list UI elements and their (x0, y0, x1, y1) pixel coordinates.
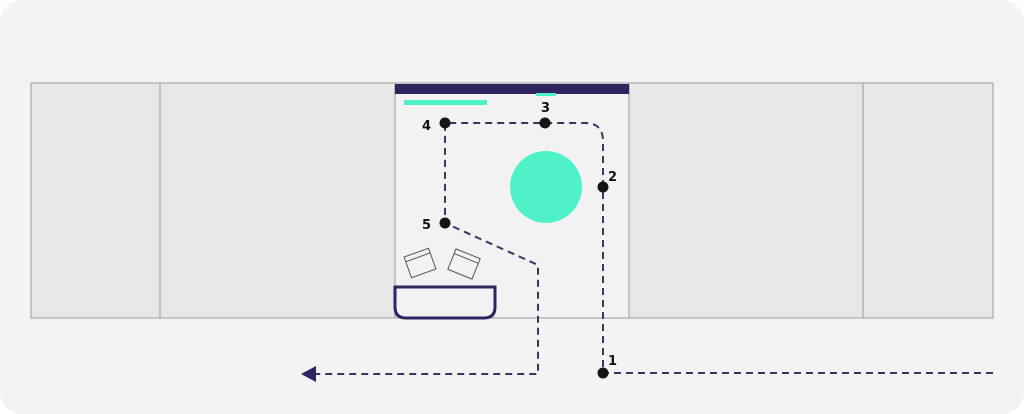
waypoint-5: 5 (422, 217, 451, 233)
booth-5 (862, 82, 994, 319)
reception-desk (393, 285, 497, 320)
booth-4 (628, 82, 864, 319)
entrance-teal-mark (536, 93, 556, 96)
booth-1 (30, 82, 161, 319)
svg-text:1: 1 (608, 354, 617, 369)
top-wall-bar (395, 84, 629, 94)
screen-teal-bar (404, 100, 487, 105)
chair-icon (403, 247, 437, 279)
svg-text:4: 4 (422, 119, 431, 134)
waypoint-1: 1 (597, 354, 617, 379)
booth-2 (159, 82, 396, 319)
round-table (510, 151, 582, 223)
waypoint-2: 2 (597, 170, 617, 193)
arrow-left-icon (301, 366, 316, 382)
visitor-path (314, 122, 993, 375)
svg-text:3: 3 (541, 101, 550, 116)
svg-text:2: 2 (608, 170, 617, 185)
booth-row (30, 82, 994, 319)
waypoint-3: 3 (539, 101, 551, 129)
waypoint-4: 4 (422, 117, 451, 134)
svg-text:5: 5 (422, 218, 431, 233)
chair-icon (447, 248, 481, 280)
